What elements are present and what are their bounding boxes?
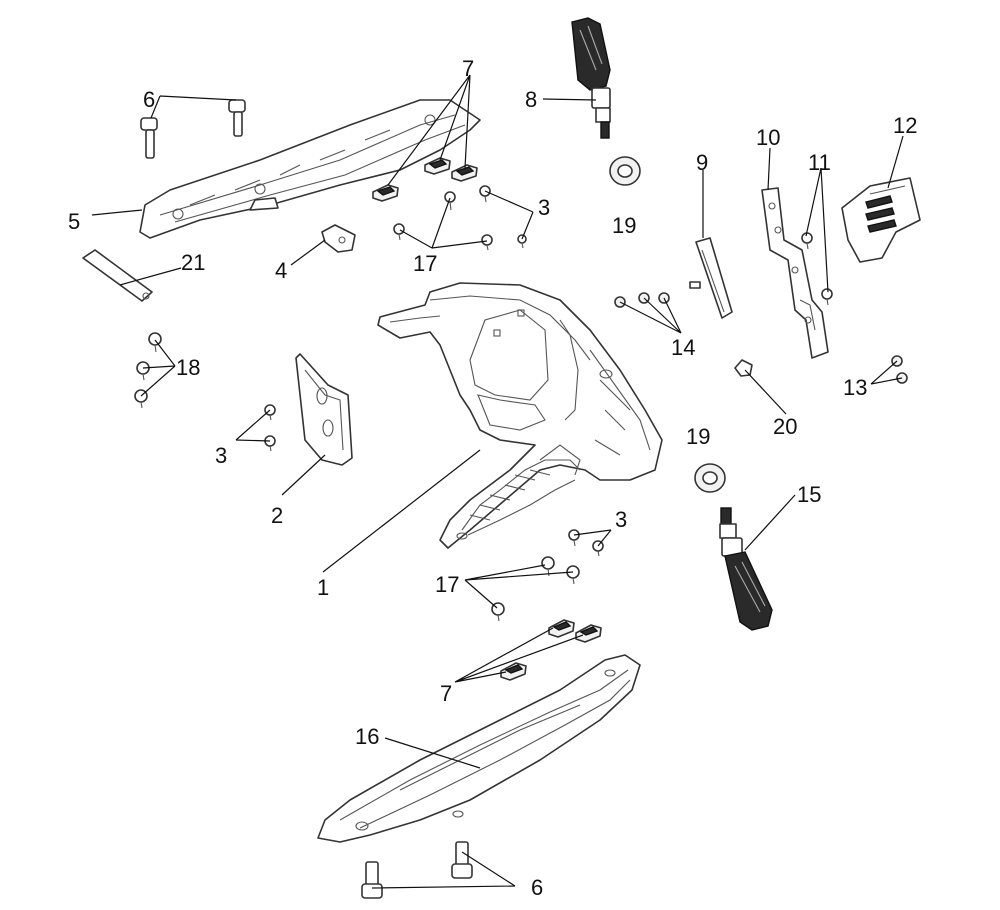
part-6-bolts-bottom [361,841,473,899]
callout-15: 15 [797,482,821,507]
callout-17-lower: 17 [435,572,459,597]
part-8-upper-indicator [571,17,611,139]
callout-19-lower: 19 [686,424,710,449]
part-6-bolts-top [140,99,246,159]
part-4-clip [321,224,356,253]
callout-21: 21 [181,250,205,275]
callout-13: 13 [843,375,867,400]
callout-3-lower: 3 [615,507,627,532]
callout-7-top: 7 [462,56,474,81]
part-15-lower-indicator [719,507,773,631]
part-5-upper-grab-rail [139,99,481,239]
callout-14: 14 [671,335,695,360]
callout-17-top: 17 [413,251,437,276]
callout-4: 4 [275,258,287,283]
leader-lines [91,74,904,889]
callout-2: 2 [271,503,283,528]
callout-9: 9 [696,150,708,175]
callout-3-left: 3 [215,443,227,468]
callout-6-top: 6 [143,87,155,112]
part-14-nuts [614,292,670,308]
part-19-washer-top [609,156,641,186]
part-2-side-cover [295,353,353,466]
part-3-screws-left [264,404,276,452]
callout-11: 11 [808,150,831,175]
part-9-bracket [689,237,733,319]
part-3-17-screws-top [393,185,527,251]
callout-10: 10 [756,125,780,150]
part-11-screws [801,232,833,306]
callout-18: 18 [176,355,200,380]
callout-7-lower: 7 [440,681,452,706]
callout-6-bottom: 6 [531,875,543,900]
callout-16: 16 [355,724,379,749]
callout-3-top: 3 [538,195,550,220]
callout-20: 20 [773,414,797,439]
callout-12: 12 [893,113,917,138]
part-12-reflector [841,177,921,263]
part-7-clips-lower [500,619,602,681]
callout-19-top: 19 [612,213,636,238]
callout-5: 5 [68,209,80,234]
part-10-plate [761,187,829,359]
part-20-bulb [734,359,753,377]
callout-labels: 1 2 3 3 3 4 5 6 6 7 7 8 9 10 11 12 13 14… [68,56,917,900]
part-16-lower-grab-rail [317,654,641,843]
part-19-washer-lower [694,463,726,493]
part-1-main-body [377,282,663,549]
part-18-screws [134,332,162,409]
callout-8: 8 [525,87,537,112]
callout-1: 1 [317,575,329,600]
part-21-pin [82,249,153,302]
